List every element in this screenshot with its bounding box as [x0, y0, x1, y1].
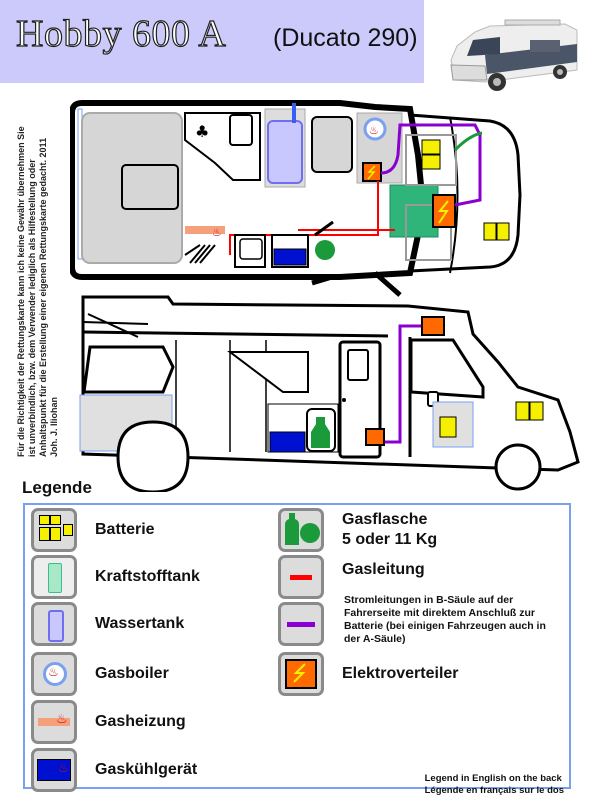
gas-fridge — [273, 248, 307, 266]
battery — [439, 416, 457, 438]
legend-label: Gasboiler — [95, 665, 169, 682]
footer-french: Légende en français sur le dos — [424, 785, 564, 796]
side-view-diagram — [79, 295, 580, 492]
floor-plan-diagram: ♣ ♨ ♨ — [70, 100, 522, 297]
legend-label: Gasleitung — [342, 561, 425, 578]
legend-item-water-tank: Wassertank — [31, 602, 184, 646]
legend-label-line1: Gasflasche — [342, 511, 428, 528]
legend-item-power-line: Stromleitungen in B-Säule auf der Fahrer… — [278, 594, 554, 646]
svg-text:♨: ♨ — [369, 124, 379, 137]
power-line — [380, 123, 482, 207]
legend-label: Batterie — [95, 521, 155, 538]
svg-text:♣: ♣ — [195, 122, 209, 141]
title-band: Hobby 600 A (Ducato 290) — [0, 0, 424, 83]
legend-title: Legende — [22, 478, 92, 497]
power-line-icon — [278, 602, 324, 646]
gas-bottle-icon — [278, 508, 324, 552]
gas-fridge-icon: ♨ — [31, 748, 77, 792]
legend-item-gas-line: Gasleitung — [278, 555, 425, 599]
fuel-tank — [389, 184, 439, 238]
footer-note: Legend in English on the back Légende en… — [425, 773, 564, 797]
legend-item-gas-boiler: ♨ Gasboiler — [31, 652, 169, 696]
legend-label: Stromleitungen in B-Säule auf der Fahrer… — [344, 594, 546, 645]
gas-line-icon — [278, 555, 324, 599]
legend-label: Gasheizung — [95, 713, 186, 730]
power-line — [378, 324, 423, 444]
footer-english: Legend in English on the back — [424, 773, 562, 784]
cab-outline — [409, 113, 522, 273]
page-subtitle: (Ducato 290) — [273, 24, 418, 52]
electric-distributor-icon — [278, 652, 324, 696]
legend-item-fuel-tank: Kraftstofftank — [31, 555, 200, 599]
legend-label: Gaskühlgerät — [95, 761, 198, 778]
gas-bottle — [315, 240, 335, 260]
electric-distributor — [421, 316, 445, 336]
gas-boiler — [363, 117, 387, 141]
water-tank — [267, 120, 303, 184]
battery-icon — [31, 508, 77, 552]
gas-boiler-icon: ♨ — [31, 652, 77, 696]
fuel-tank-icon — [31, 555, 77, 599]
disclaimer-text: Für die Richtigkeit der Rettungskarte ka… — [16, 126, 59, 457]
page-title: Hobby 600 A — [15, 12, 227, 55]
gas-heater — [185, 226, 225, 234]
legend-label: Wassertank — [95, 615, 185, 632]
vehicle-photo — [450, 19, 578, 91]
svg-text:♨: ♨ — [212, 226, 222, 239]
legend-item-gas-fridge: ♨ Gaskühlgerät — [31, 748, 197, 792]
legend-label-line2: 5 oder 11 Kg — [342, 531, 438, 548]
legend-label: Kraftstofftank — [95, 568, 200, 585]
legend-label: Elektroverteiler — [342, 665, 459, 682]
gas-bottle — [311, 417, 330, 448]
legend-frame — [23, 503, 571, 789]
legend-item-gas-bottle: Gasflasche 5 oder 11 Kg — [278, 508, 437, 552]
legend-item-gas-heater: ♨ Gasheizung — [31, 700, 186, 744]
legend-item-battery: Batterie — [31, 508, 155, 552]
water-tank-icon — [31, 602, 77, 646]
gas-heater-icon: ♨ — [31, 700, 77, 744]
battery — [421, 139, 441, 155]
legend-label: Gasflasche 5 oder 11 Kg — [342, 510, 437, 550]
legend-item-electric-distributor: Elektroverteiler — [278, 652, 459, 696]
gas-fridge — [269, 431, 306, 453]
